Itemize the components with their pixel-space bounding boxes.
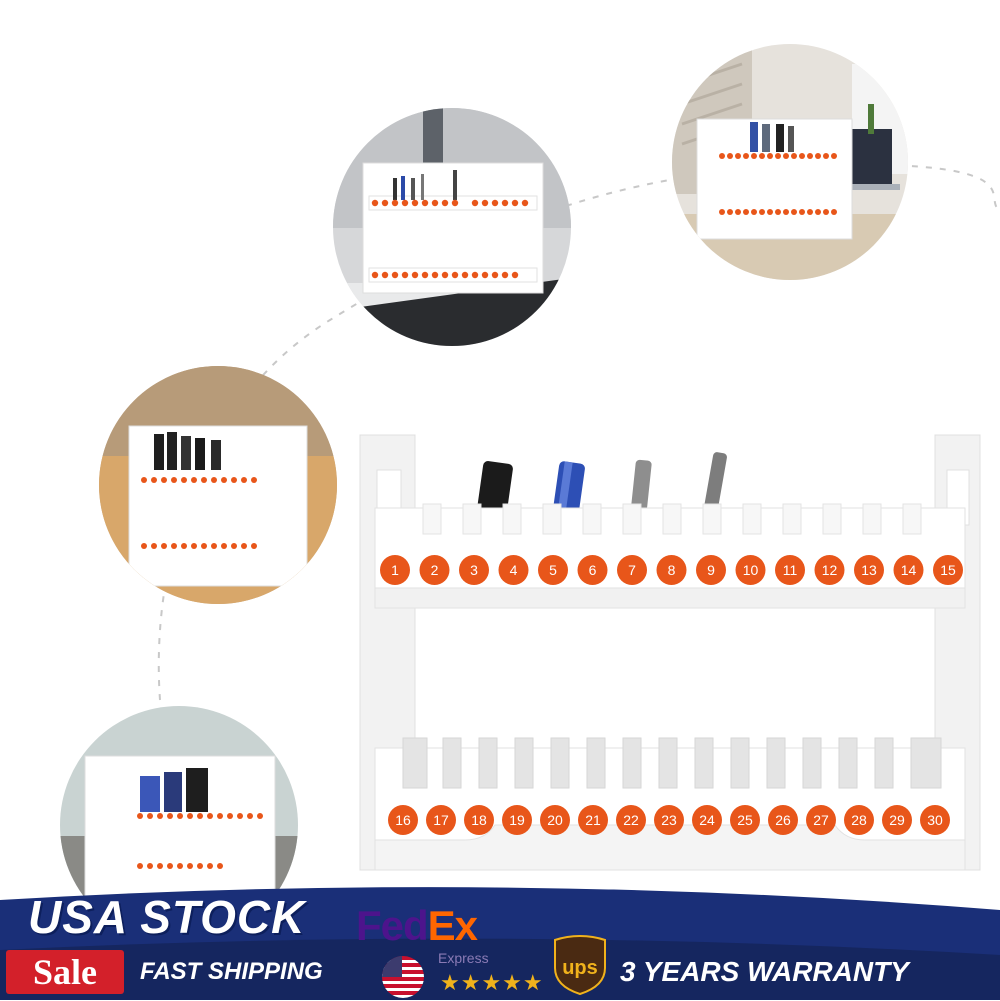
number-badge-label: 11 (783, 562, 798, 578)
fast-shipping-text: FAST SHIPPING (140, 958, 323, 985)
fedex-logo: FedEx (356, 902, 478, 949)
number-badge (577, 555, 608, 585)
number-badge (419, 555, 450, 585)
number-badge (498, 555, 529, 585)
number-badge-label: 26 (775, 812, 791, 828)
number-badge-label: 10 (743, 562, 759, 578)
sale-badge: Sale (6, 950, 124, 994)
number-badge (538, 555, 568, 585)
number-badge (893, 555, 924, 585)
number-badge (933, 555, 963, 585)
number-badge-label: 19 (509, 812, 525, 828)
number-badge (692, 805, 722, 835)
us-flag-icon (382, 956, 424, 998)
number-badge-label: 6 (589, 562, 597, 578)
number-badge-label: 30 (927, 812, 943, 828)
number-badge-label: 18 (471, 812, 487, 828)
ups-logo-icon: ups (553, 934, 607, 996)
number-badge (768, 805, 798, 835)
number-badge-label: 2 (431, 562, 439, 578)
number-badge-label: 27 (813, 812, 829, 828)
number-badge-label: 16 (395, 812, 411, 828)
usa-stock-headline: USA STOCK (28, 891, 306, 943)
number-badge (464, 805, 494, 835)
promo-banner-background (0, 887, 1000, 1000)
number-badge (696, 555, 726, 585)
number-badge (388, 805, 418, 835)
number-badge-label: 4 (510, 562, 518, 578)
number-badge (578, 805, 608, 835)
number-badge-label: 17 (433, 812, 449, 828)
number-badge-label: 20 (547, 812, 563, 828)
number-badge-label: 5 (549, 562, 557, 578)
number-badge (882, 805, 912, 835)
number-badge (426, 805, 456, 835)
number-badge (806, 805, 836, 835)
fedex-express-subtext: Express (438, 950, 489, 966)
number-badge (459, 555, 489, 585)
number-badge-label: 7 (628, 562, 636, 578)
number-badge-label: 28 (851, 812, 867, 828)
number-badge-label: 15 (940, 562, 956, 578)
number-badge-label: 23 (661, 812, 677, 828)
number-badge (730, 805, 760, 835)
number-badge-label: 3 (470, 562, 478, 578)
number-badge-label: 8 (668, 562, 676, 578)
number-badge (844, 805, 874, 835)
svg-text:ups: ups (562, 957, 598, 979)
number-badge-label: 29 (889, 812, 905, 828)
rating-stars: ★★★★★ (440, 970, 544, 995)
number-badge (380, 555, 410, 585)
number-badge-label: 22 (623, 812, 639, 828)
bottom-row-number-badges: 16 17 18 19 20 21 22 23 24 25 26 27 28 29 30 (388, 805, 950, 835)
number-badge-label: 25 (737, 812, 753, 828)
number-badge-label: 13 (861, 562, 877, 578)
number-badge (502, 805, 532, 835)
number-badge (617, 555, 647, 585)
number-badge-label: 9 (707, 562, 715, 578)
number-badge-label: 24 (699, 812, 715, 828)
number-badge-label: 21 (585, 812, 601, 828)
warranty-text: 3 YEARS WARRANTY (620, 956, 909, 987)
number-badge-label: 1 (391, 562, 399, 578)
number-badge-label: 14 (901, 562, 917, 578)
number-badge (920, 805, 950, 835)
number-badge (654, 805, 684, 835)
number-badge (854, 555, 884, 585)
number-badge (616, 805, 646, 835)
number-badge-label: 12 (822, 562, 838, 578)
number-badge (775, 555, 805, 585)
number-badge (735, 555, 766, 585)
thumbnail-rack-on-office-desk[interactable] (672, 44, 908, 280)
number-badge (656, 555, 687, 585)
number-badge (814, 555, 845, 585)
number-badge (540, 805, 570, 835)
thumbnail-rack-on-wood-table[interactable] (99, 366, 337, 604)
thumbnail-rack-on-gray-desk[interactable] (333, 108, 571, 346)
